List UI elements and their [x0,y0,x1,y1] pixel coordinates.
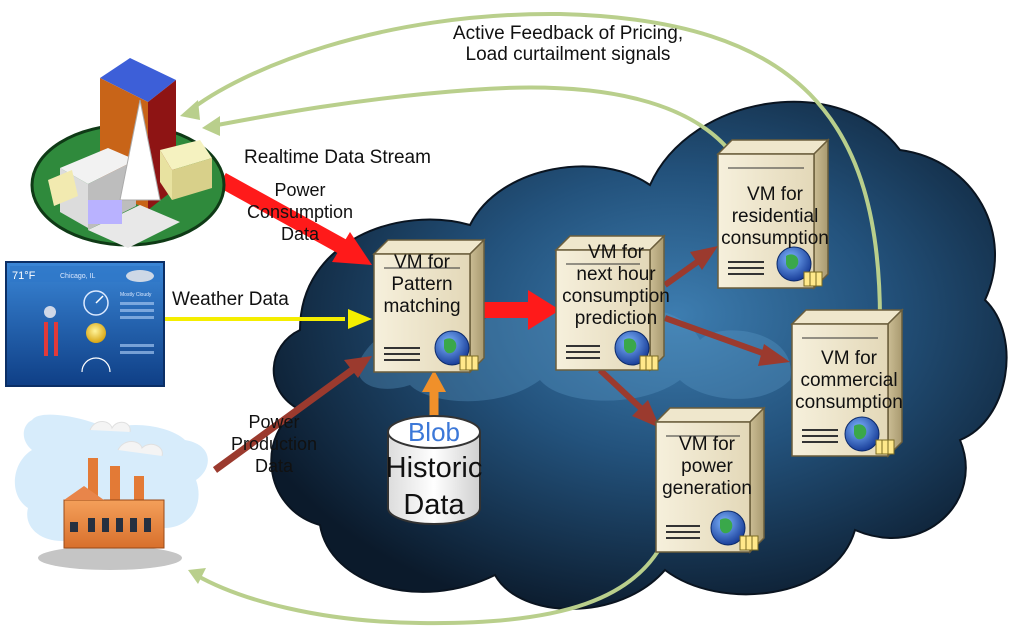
feedback-arc-outer [186,11,882,321]
production-label-line2: Production [230,433,318,454]
blob-title: Blob [407,417,461,447]
weather-panel: 71°F Chicago, IL Mostly Cloudy [5,261,165,387]
server-pattern-label: VM for Pattern matching [372,252,472,318]
feedback-arrowhead-2 [202,116,220,136]
server-nexthour-line3: consumption [562,285,670,307]
feedback-arc-inner [211,85,742,167]
consumption-label: Power Consumption Data [236,180,364,246]
server-nexthour-line4: prediction [574,307,658,329]
weather-temp: 71°F [12,270,36,282]
factory-illustration [14,414,208,570]
server-commercial-line2: commercial [800,369,898,391]
feedback-label-line2: Load curtailment signals [465,43,671,65]
feedback-arrows [186,11,882,626]
consumption-arrowhead [332,232,372,265]
blob-line1: Historic [385,452,483,484]
nexthour-to-generation-head [632,400,660,428]
server-generation [654,406,766,554]
feedback-label: Active Feedback of Pricing, Load curtail… [418,23,718,66]
weather-arrowhead [348,309,372,329]
blob-line2: Data [403,489,465,521]
production-arrow-shaft [212,365,358,473]
blob-arrowhead [422,370,446,392]
server-pattern [372,238,486,374]
nexthour-to-commercial-head [758,344,790,366]
consumption-label-line2: Consumption [246,201,354,222]
pattern-to-nexthour-head [528,290,560,330]
server-commercial-label: VM for commercial consumption [784,348,914,414]
feedback-arc-bottom [195,531,670,626]
server-residential-line2: residential [731,205,819,227]
blob-cylinder [387,415,481,525]
server-generation-line2: power [681,455,733,477]
server-commercial-line1: VM for [821,348,877,369]
production-label-line3: Data [254,455,294,476]
server-residential-label: VM for residential consumption [712,184,838,250]
production-arrowhead [344,356,372,378]
server-generation-line1: VM for [679,434,735,455]
server-residential [716,138,830,290]
server-commercial [790,308,904,458]
server-nexthour [554,234,666,372]
nexthour-to-residential-head [690,246,718,270]
server-commercial-line3: consumption [795,391,903,413]
production-label: Power Production Data [216,412,332,478]
realtime-label: Realtime Data Stream [244,147,431,168]
server-nexthour-line1: VM for [588,242,644,263]
production-label-line1: Power [248,412,300,432]
feedback-arrowhead-1 [180,100,200,120]
server-residential-line3: consumption [721,227,829,249]
feedback-arrowhead-3 [188,568,206,584]
feedback-label-line1: Active Feedback of Pricing, [452,23,684,44]
server-generation-line3: generation [662,477,752,499]
weather-label: Weather Data [172,289,289,310]
weather-city: Chicago, IL [60,273,96,280]
consumption-label-line1: Power [274,180,326,200]
consumption-label-line3: Data [280,223,320,244]
nexthour-to-commercial-shaft [663,315,770,358]
internal-arrows [482,246,790,428]
nexthour-to-generation-shaft [597,367,648,415]
server-pattern-line2: Pattern [391,273,453,295]
server-nexthour-label: VM for next hour consumption prediction [548,242,684,329]
consumption-arrow-shaft [218,172,349,256]
server-generation-label: VM for power generation [650,434,764,500]
server-pattern-line3: matching [383,295,461,317]
weather-condition: Mostly Cloudy [120,292,152,298]
nexthour-to-residential-shaft [663,257,702,288]
server-pattern-line1: VM for [394,252,450,273]
building-illustration [30,58,226,248]
server-nexthour-line2: next hour [576,263,656,285]
server-residential-line1: VM for [747,184,803,205]
